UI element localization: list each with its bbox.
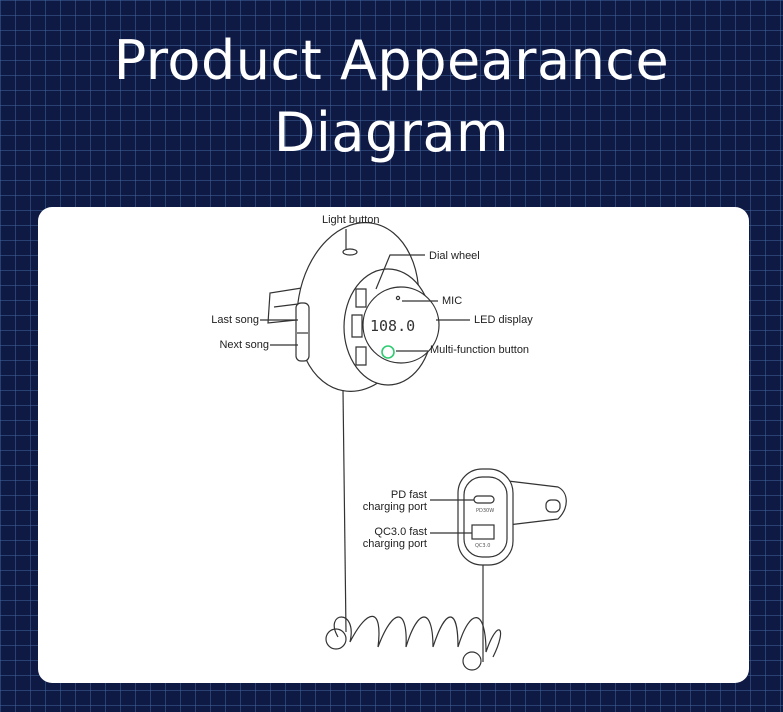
coiled-cable — [333, 615, 502, 658]
charger-body — [457, 468, 514, 566]
song-buttons — [295, 302, 310, 362]
cable — [342, 389, 347, 633]
vent-clip — [267, 286, 309, 324]
page-title-line2: Diagram — [273, 101, 510, 164]
qc-marking: QC3.0 — [475, 543, 490, 549]
label-pd-port-line1: PD fast — [390, 489, 427, 501]
usb-a-port — [471, 524, 495, 540]
light-button-shape — [342, 248, 358, 256]
label-pd-port-line2: charging port — [362, 501, 427, 513]
page-title-line1: Product Appearance — [113, 29, 670, 92]
dial-face — [362, 286, 440, 364]
label-mic: MIC — [442, 295, 463, 307]
multi-function-button-shape — [381, 345, 395, 359]
label-last-song: Last song — [211, 314, 259, 326]
label-light-button: Light button — [322, 214, 380, 226]
mic-hole — [395, 295, 401, 301]
label-qc-port-line2: charging port — [362, 538, 427, 550]
led-display-readout: 108.0 — [370, 317, 415, 335]
label-pd-port: PD fast charging port — [363, 489, 427, 513]
label-qc-port-line1: QC3.0 fast — [374, 526, 427, 538]
diagram-card: 108.0 PD30W QC3.0 Light button Dial whee… — [38, 207, 749, 683]
product-illustration: 108.0 PD30W QC3.0 — [260, 222, 567, 671]
label-next-song: Next song — [219, 339, 269, 351]
label-multi-function-button: Multi-function button — [430, 344, 530, 356]
label-qc-port: QC3.0 fast charging port — [363, 526, 427, 550]
label-dial-wheel: Dial wheel — [429, 250, 480, 262]
charger-plug — [507, 480, 567, 526]
label-led-display: LED display — [474, 314, 533, 326]
pd-marking: PD30W — [476, 508, 494, 514]
